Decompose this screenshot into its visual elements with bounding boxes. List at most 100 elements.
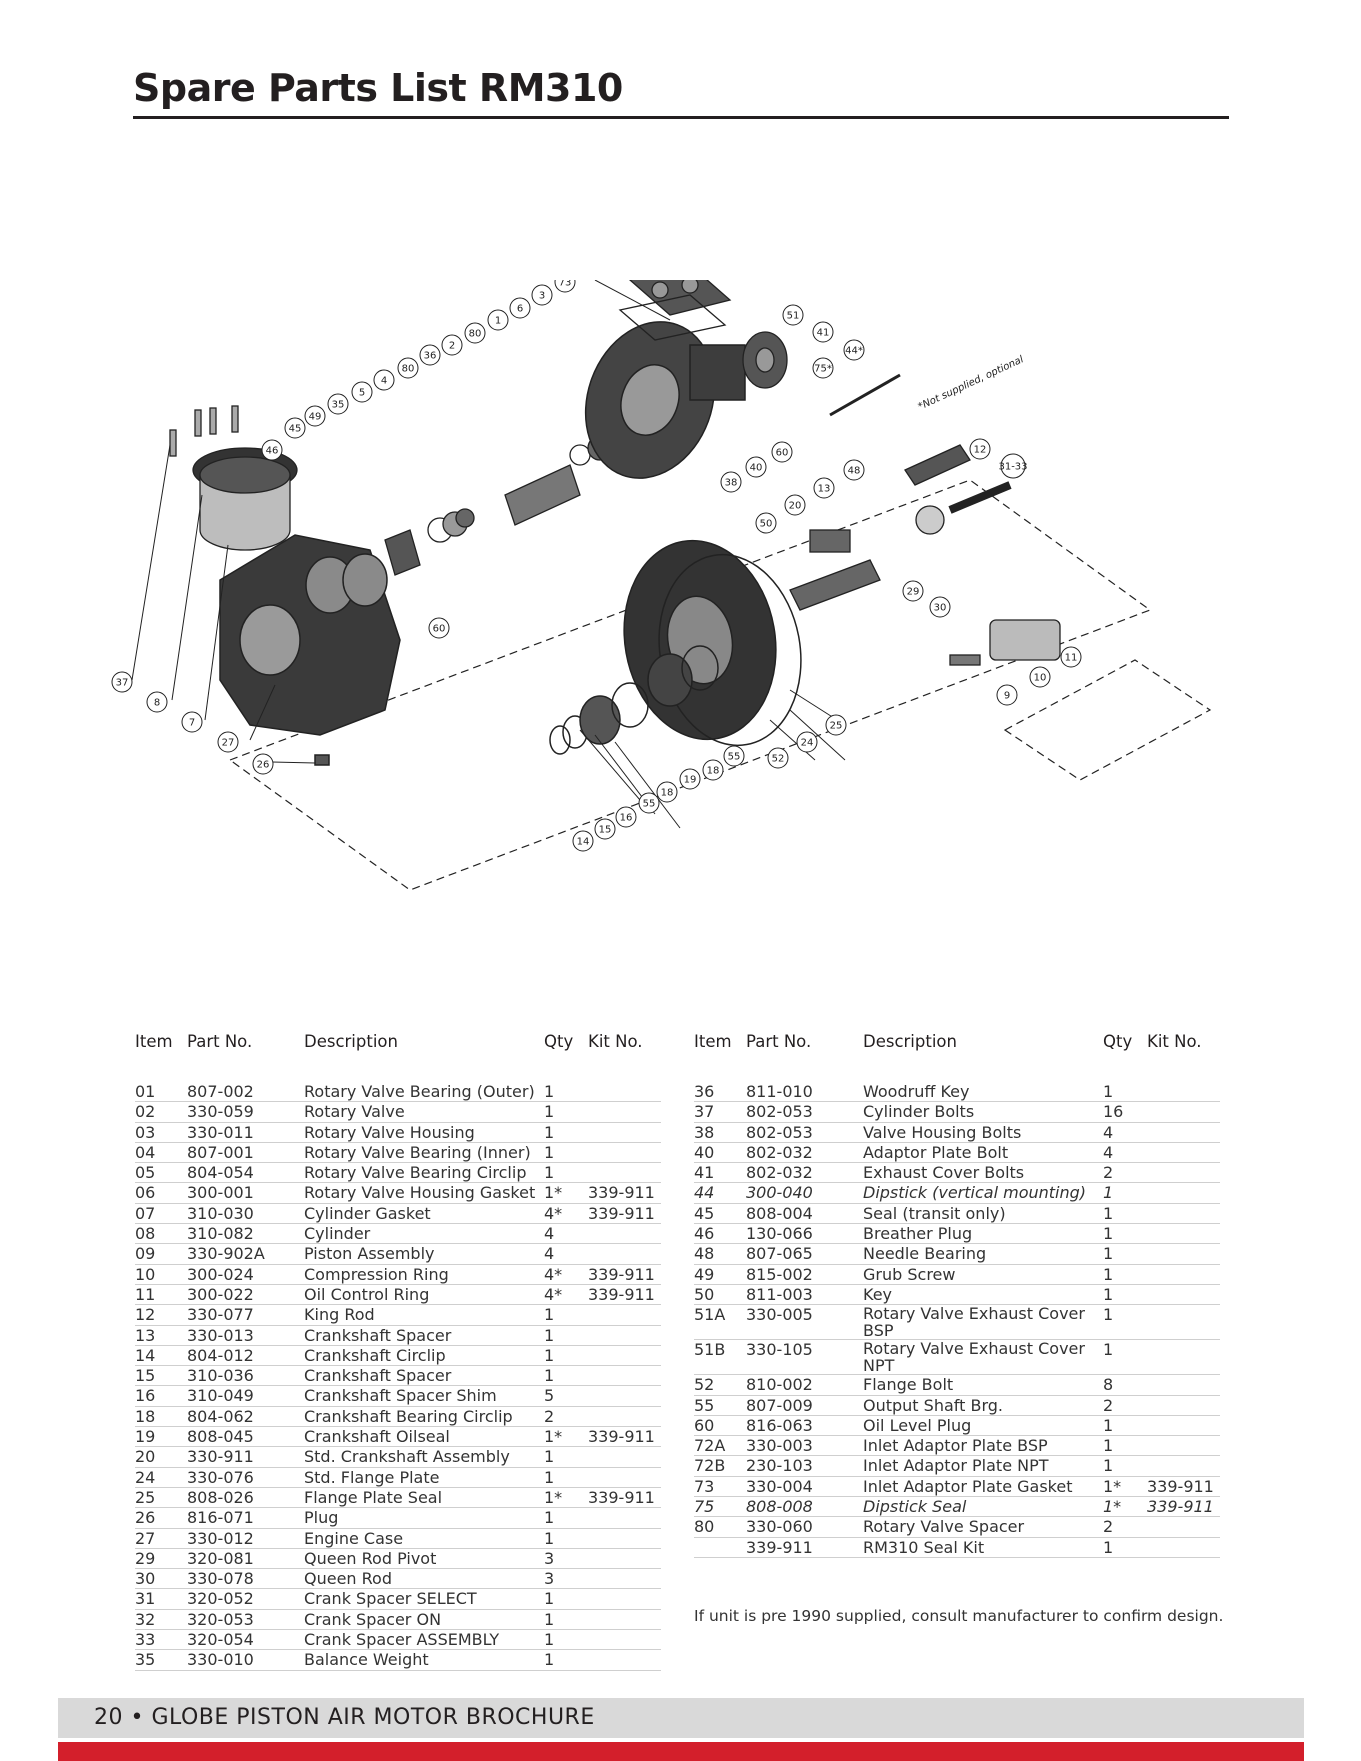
inlet-adaptor-plate-part	[618, 280, 732, 341]
part-no-cell: 330-059	[187, 1101, 304, 1123]
description-cell: Std. Crankshaft Assembly	[304, 1446, 544, 1468]
callout-label: 44*	[845, 346, 863, 357]
piston-part	[949, 619, 1061, 666]
header-qty: Qty	[544, 1032, 574, 1051]
description-cell: Inlet Adaptor Plate BSP	[863, 1435, 1103, 1457]
header-qty: Qty	[1103, 1032, 1133, 1051]
part-no-cell: 330-011	[187, 1122, 304, 1143]
description-cell: Queen Rod Pivot	[304, 1548, 544, 1570]
item-cell: 06	[135, 1182, 187, 1204]
header-item: Item	[135, 1032, 173, 1051]
item-cell: 33	[135, 1629, 187, 1651]
diagram-note: *Not supplied, optional	[917, 354, 1026, 413]
part-no-cell: 310-036	[187, 1365, 304, 1387]
qty-cell: 1*	[1103, 1496, 1147, 1518]
description-cell: Crank Spacer ON	[304, 1609, 544, 1631]
description-cell: Crankshaft Bearing Circlip	[304, 1406, 544, 1428]
description-cell: Crankshaft Spacer	[304, 1325, 544, 1346]
qty-cell: 1	[1103, 1203, 1147, 1225]
description-cell: Piston Assembly	[304, 1243, 544, 1265]
description-cell: Rotary Valve Bearing (Outer)	[304, 1082, 544, 1103]
part-no-cell: 330-911	[187, 1446, 304, 1468]
table-spacer	[135, 1074, 661, 1082]
item-cell: 13	[135, 1325, 187, 1346]
description-cell: Rotary Valve Exhaust Cover NPT	[863, 1339, 1103, 1376]
description-cell: Cylinder	[304, 1223, 544, 1245]
kit-no-cell	[1147, 1455, 1220, 1477]
part-no-cell: 339-911	[746, 1537, 863, 1558]
part-no-cell: 802-032	[746, 1162, 863, 1184]
qty-cell: 1	[544, 1446, 588, 1468]
part-no-cell: 816-063	[746, 1415, 863, 1437]
description-cell: Rotary Valve Housing Gasket	[304, 1182, 544, 1204]
description-cell: Rotary Valve Bearing (Inner)	[304, 1142, 544, 1164]
description-cell: Cylinder Bolts	[863, 1101, 1103, 1123]
spacer-cell	[694, 1074, 1220, 1082]
item-cell: 51A	[694, 1304, 746, 1341]
qty-cell: 1	[1103, 1435, 1147, 1457]
qty-cell: 1	[1103, 1223, 1147, 1245]
qty-cell: 2	[1103, 1162, 1147, 1184]
item-cell: 08	[135, 1223, 187, 1245]
part-no-cell: 330-012	[187, 1528, 304, 1549]
parts-table-left: Item Part No. Description Qty Kit No. 01…	[135, 1032, 661, 1671]
part-no-cell: 230-103	[746, 1455, 863, 1477]
callout-label: 20	[789, 501, 802, 512]
item-cell: 04	[135, 1142, 187, 1164]
callout-label: 18	[707, 766, 720, 777]
callout-label: 8	[154, 698, 160, 709]
item-cell: 05	[135, 1162, 187, 1184]
kit-no-cell	[588, 1345, 661, 1367]
part-no-cell: 330-078	[187, 1568, 304, 1590]
kit-no-cell	[588, 1365, 661, 1387]
header-kit-no: Kit No.	[588, 1032, 643, 1051]
callout-label: 12	[974, 445, 987, 456]
kit-no-cell: 339-911	[588, 1426, 661, 1448]
qty-cell: 1	[1103, 1537, 1147, 1558]
part-no-cell: 804-054	[187, 1162, 304, 1184]
part-no-cell: 804-062	[187, 1406, 304, 1428]
description-cell: Rotary Valve Spacer	[863, 1516, 1103, 1538]
qty-cell: 1	[544, 1082, 588, 1103]
part-no-cell: 330-076	[187, 1467, 304, 1488]
item-cell: 19	[135, 1426, 187, 1448]
description-cell: Crank Spacer ASSEMBLY	[304, 1629, 544, 1651]
crankshaft-part	[789, 444, 1012, 611]
qty-cell: 5	[544, 1385, 588, 1407]
qty-cell: 1	[544, 1304, 588, 1326]
description-cell: Rotary Valve Exhaust Cover BSP	[863, 1304, 1103, 1341]
item-cell: 14	[135, 1345, 187, 1367]
item-cell: 41	[694, 1162, 746, 1184]
qty-cell: 1	[544, 1345, 588, 1367]
qty-cell: 1	[1103, 1455, 1147, 1477]
part-no-cell: 807-001	[187, 1142, 304, 1164]
item-cell: 25	[135, 1487, 187, 1509]
item-cell: 20	[135, 1446, 187, 1468]
qty-cell: 1	[544, 1467, 588, 1488]
qty-cell: 1	[544, 1528, 588, 1549]
kit-no-cell	[588, 1406, 661, 1428]
kit-no-cell	[1147, 1415, 1220, 1437]
callout-label: 26	[257, 760, 270, 771]
callout-label: 13	[818, 484, 831, 495]
description-cell: Rotary Valve Housing	[304, 1122, 544, 1143]
qty-cell: 4	[544, 1223, 588, 1245]
part-no-cell: 320-053	[187, 1609, 304, 1631]
part-no-cell: 815-002	[746, 1264, 863, 1285]
callout-label: 30	[934, 603, 947, 614]
description-cell: Woodruff Key	[863, 1082, 1103, 1103]
description-cell: King Rod	[304, 1304, 544, 1326]
